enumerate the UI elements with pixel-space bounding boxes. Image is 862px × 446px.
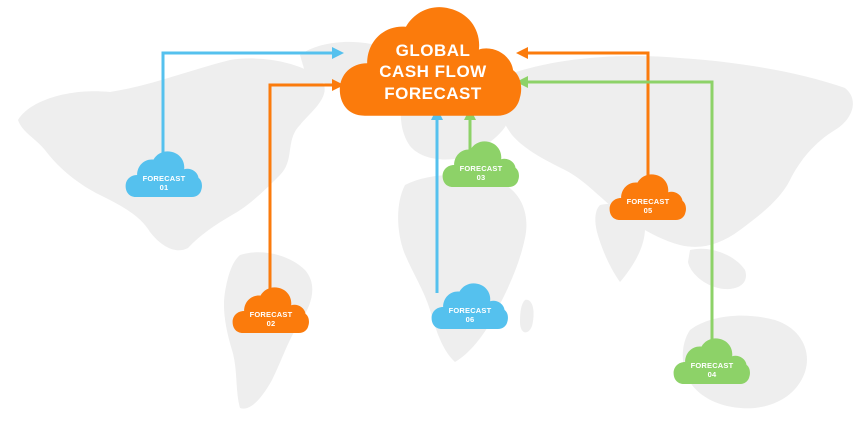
forecast-06-label: FORECAST 06 [430,306,510,324]
forecast-05-title: FORECAST [626,197,670,206]
forecast-03-number: 03 [476,172,486,182]
connector-forecast-01 [161,51,335,165]
connector-forecast-05 [525,51,650,185]
india-shape [595,203,645,282]
connectors [161,51,714,350]
arrowhead-forecast-02 [332,79,344,91]
forecast-04-title: FORECAST [690,361,734,370]
forecast-04-label: FORECAST 04 [672,361,752,379]
arrowhead-forecast-04 [516,76,528,88]
connector-forecast-02 [268,83,335,300]
main-label-line1: GLOBAL [395,41,471,60]
forecast-05-number: 05 [643,205,653,215]
forecast-02-title: FORECAST [249,310,293,319]
forecast-01-label: FORECAST 01 [124,174,204,192]
forecast-06-title: FORECAST [448,306,492,315]
asia-shape [493,56,853,247]
forecast-05-label: FORECAST 05 [608,197,688,215]
forecast-04-number: 04 [707,369,717,379]
madagascar-shape [520,299,534,333]
connector-forecast-04 [525,80,714,350]
arrowhead-forecast-01 [332,47,344,59]
forecast-01-title: FORECAST [142,174,186,183]
forecast-02-label: FORECAST 02 [231,310,311,328]
forecast-01-number: 01 [159,182,169,192]
southeast-asia-shape [688,248,746,290]
africa-shape [398,174,527,362]
main-forecast-label: GLOBAL CASH FLOW FORECAST [358,40,508,104]
arrowhead-forecast-05 [516,47,528,59]
main-label-line2: CASH FLOW [379,62,487,82]
forecast-03-title: FORECAST [459,164,503,173]
forecast-02-number: 02 [266,318,276,328]
forecast-03-label: FORECAST 03 [441,164,521,182]
main-label-line3: FORECAST [384,83,482,103]
forecast-06-number: 06 [465,314,475,324]
